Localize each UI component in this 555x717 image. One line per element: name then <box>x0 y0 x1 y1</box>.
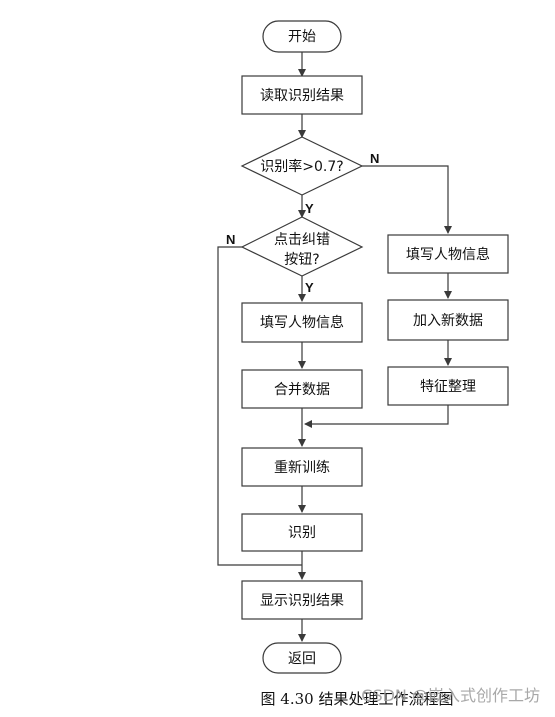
edge-feature-join <box>304 405 449 428</box>
start-label: 开始 <box>288 29 316 45</box>
retrain-box <box>241 447 363 487</box>
add-new-data-box <box>387 299 509 341</box>
edge-button-no <box>217 246 302 566</box>
add-new-data-label: 加入新数据 <box>413 313 483 329</box>
connectors <box>217 52 452 642</box>
return-label: 返回 <box>288 651 316 667</box>
branch-rate-yes: Y <box>305 201 314 216</box>
decision-button-label-2: 按钮? <box>284 252 319 268</box>
fill-info-right-box <box>387 234 509 274</box>
return-terminator <box>262 642 342 674</box>
decision-button-label-1: 点击纠错 <box>274 232 330 248</box>
edge-rate-no <box>362 165 452 234</box>
branch-rate-no: N <box>370 151 379 166</box>
merge-data-box <box>241 369 363 409</box>
show-result-box <box>241 580 363 620</box>
read-result-box <box>241 75 363 115</box>
watermark: CSDN @嵌入式创作工坊 <box>361 686 540 705</box>
branch-button-yes: Y <box>305 280 314 295</box>
recognize-box <box>241 513 363 552</box>
feature-organize-box <box>387 366 509 406</box>
feature-organize-label: 特征整理 <box>420 379 476 395</box>
merge-data-label: 合并数据 <box>274 382 330 398</box>
fill-info-right-label: 填写人物信息 <box>406 246 490 263</box>
decision-rate <box>240 136 364 196</box>
fill-info-left-box <box>241 302 363 343</box>
decision-button <box>240 216 364 277</box>
retrain-label: 重新训练 <box>274 460 330 476</box>
fill-info-left-label: 填写人物信息 <box>260 314 344 331</box>
start-terminator <box>262 20 342 53</box>
read-result-label: 读取识别结果 <box>260 87 344 104</box>
decision-rate-label: 识别率>0.7? <box>260 158 343 175</box>
recognize-label: 识别 <box>288 525 316 541</box>
branch-button-no: N <box>226 232 235 247</box>
show-result-label: 显示识别结果 <box>260 593 344 609</box>
figure-caption: 图 4.30 结果处理工作流程图 <box>261 690 454 708</box>
